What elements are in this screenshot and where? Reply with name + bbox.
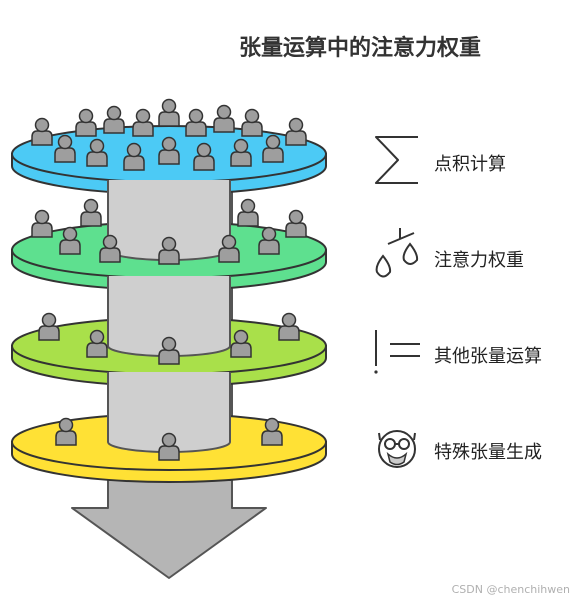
person-icon xyxy=(132,108,154,137)
person-icon xyxy=(218,234,240,263)
person-icon xyxy=(158,136,180,165)
person-icon xyxy=(262,134,284,163)
person-icon xyxy=(158,236,180,265)
person-icon xyxy=(80,198,102,227)
layer-disk xyxy=(11,276,327,387)
summation-icon xyxy=(375,136,418,184)
person-icon xyxy=(278,312,300,341)
person-icon xyxy=(285,209,307,238)
watermark: CSDN @chenchihwen xyxy=(451,583,570,596)
person-icon xyxy=(261,417,283,446)
person-icon xyxy=(123,142,145,171)
person-icon xyxy=(230,329,252,358)
diagram-title: 张量运算中的注意力权重 xyxy=(238,36,481,61)
person-icon xyxy=(158,432,180,461)
person-icon xyxy=(31,117,53,146)
layer-disk xyxy=(11,98,327,195)
legend-label-other-ops: 其他张量运算 xyxy=(434,346,542,367)
person-icon xyxy=(99,234,121,263)
person-icon xyxy=(75,108,97,137)
person-icon xyxy=(86,138,108,167)
person-icon xyxy=(230,138,252,167)
person-icon xyxy=(237,198,259,227)
layer-disk xyxy=(11,180,327,291)
person-icon xyxy=(59,226,81,255)
person-icon xyxy=(185,108,207,137)
legend-label-dot-product: 点积计算 xyxy=(434,154,506,175)
person-icon xyxy=(241,108,263,137)
person-icon xyxy=(258,226,280,255)
down-arrow xyxy=(71,479,267,579)
person-icon xyxy=(193,142,215,171)
person-icon xyxy=(38,312,60,341)
legend-label-attention-weights: 注意力权重 xyxy=(434,250,524,271)
layer-disk xyxy=(11,372,327,483)
face-with-glasses-icon xyxy=(378,430,416,468)
person-icon xyxy=(54,134,76,163)
person-icon xyxy=(55,417,77,446)
person-icon xyxy=(158,98,180,127)
person-icon xyxy=(213,104,235,133)
person-icon xyxy=(285,117,307,146)
person-icon xyxy=(158,336,180,365)
person-icon xyxy=(103,105,125,134)
person-icon xyxy=(86,329,108,358)
balance-scale-icon xyxy=(375,228,419,278)
person-icon xyxy=(31,209,53,238)
legend-label-special-generation: 特殊张量生成 xyxy=(434,442,542,463)
separator-lines-icon xyxy=(374,330,420,374)
